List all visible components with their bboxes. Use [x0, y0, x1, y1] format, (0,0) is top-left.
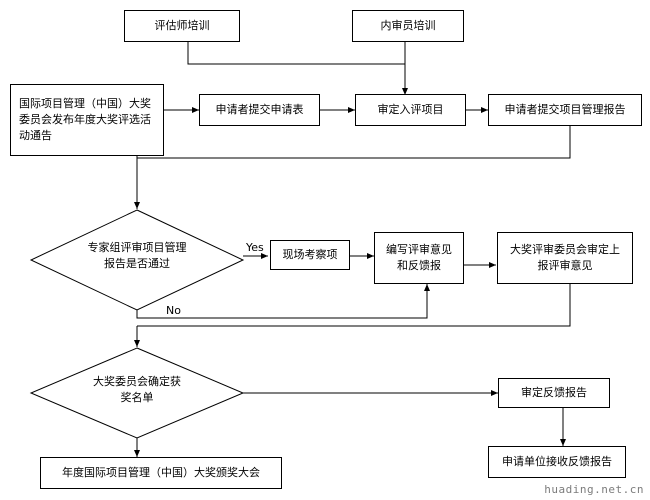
edge-no	[136, 284, 430, 319]
node-submit-application: 申请者提交申请表	[199, 94, 320, 126]
node-confirm-project: 审定入评项目	[355, 94, 466, 126]
node-approve-feedback: 审定反馈报告	[498, 378, 610, 408]
edge-committee-return	[137, 284, 571, 327]
decision-confirm-winners-label: 大奖委员会确定获奖名单	[93, 375, 181, 404]
edge-report-feedback-line	[137, 126, 571, 159]
edge-label-yes: Yes	[246, 241, 264, 254]
node-announcement: 国际项目管理（中国）大奖委员会发布年度大奖评选活动通告	[10, 84, 164, 156]
watermark: huading.net.cn	[544, 483, 644, 496]
decision-expert-review-label: 专家组评审项目管理报告是否通过	[87, 241, 187, 270]
edge-assessor-training	[187, 42, 405, 65]
edge-label-no: No	[166, 304, 181, 317]
node-assessor-training: 评估师培训	[124, 10, 240, 42]
node-internal-auditor-training: 内审员培训	[352, 10, 464, 42]
node-committee-review: 大奖评审委员会审定上报评审意见	[497, 232, 633, 284]
node-ceremony: 年度国际项目管理（中国）大奖颁奖大会	[40, 457, 282, 489]
node-site-visit: 现场考察项	[270, 240, 350, 270]
node-receive-feedback: 申请单位接收反馈报告	[488, 446, 626, 478]
node-submit-report: 申请者提交项目管理报告	[488, 94, 642, 126]
node-write-feedback: 编写评审意见和反馈报	[374, 232, 464, 284]
